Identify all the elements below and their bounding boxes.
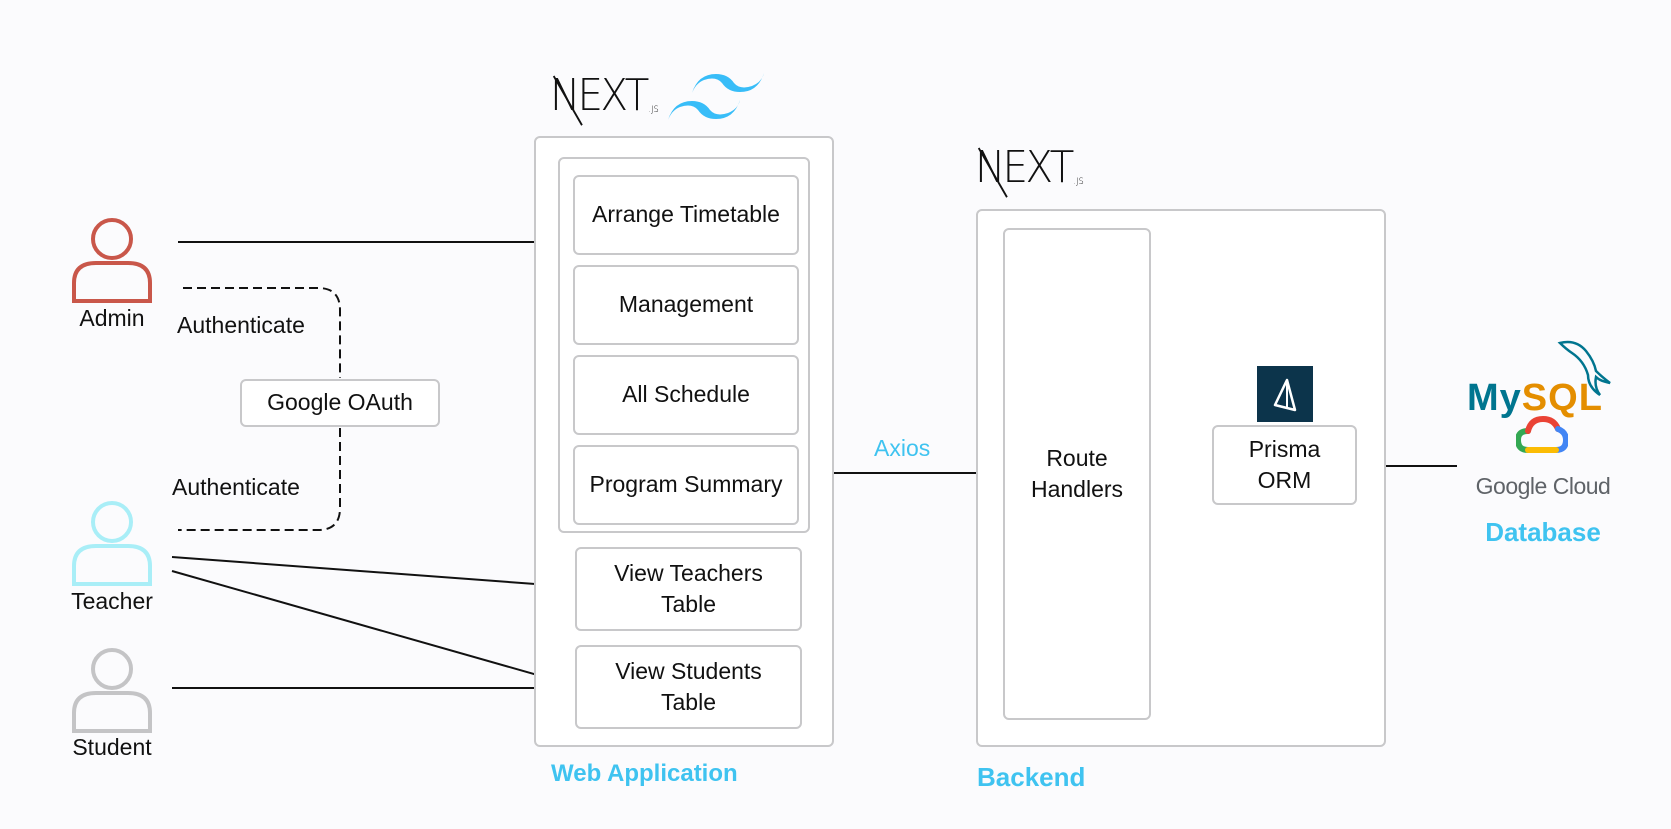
all-schedule-button[interactable]: All Schedule (573, 355, 799, 435)
student-label: Student (72, 734, 152, 760)
nextjs-logo-backend: NEXT.JS (975, 142, 1084, 198)
view-teachers-line2: Table (661, 591, 716, 617)
route-line2: Handlers (1030, 476, 1124, 502)
view-teachers-line1: View Teachers (614, 559, 763, 586)
teacher-person-icon (72, 501, 152, 586)
prisma-orm-box[interactable]: Prisma ORM (1212, 425, 1357, 505)
authenticate-label-top: Authenticate (177, 312, 305, 338)
view-teachers-table-button[interactable]: View Teachers Table (575, 547, 802, 631)
google-cloud-label: Google Cloud (1475, 473, 1611, 499)
teacher-to-view-teachers-line (171, 556, 577, 588)
route-handlers-box[interactable]: Route Handlers (1003, 228, 1151, 720)
mysql-dolphin-icon (1557, 340, 1611, 397)
view-students-line1: View Students (615, 657, 762, 684)
view-students-line2: Table (661, 689, 716, 715)
mysql-sql: SQL (1521, 377, 1603, 419)
teacher-label: Teacher (71, 588, 153, 614)
program-summary-button[interactable]: Program Summary (573, 445, 799, 525)
nextjs-logo-webapp: NEXT.JS (550, 70, 659, 126)
axios-label: Axios (874, 435, 931, 461)
view-students-table-button[interactable]: View Students Table (575, 645, 802, 729)
route-line1: Route (1046, 444, 1108, 471)
prisma-line2: ORM (1257, 467, 1312, 493)
google-cloud-icon (1516, 416, 1568, 453)
student-person-icon (72, 648, 152, 733)
admin-auth-dashed-line (183, 287, 341, 378)
nextjs-logo-sub: .JS (1073, 177, 1084, 187)
backend-label: Backend (977, 762, 1086, 792)
teacher-auth-dashed-line (178, 428, 341, 531)
mysql-my: My (1467, 377, 1522, 419)
database-label: Database (1485, 517, 1601, 547)
authenticate-label-bottom: Authenticate (172, 474, 300, 500)
admin-label: Admin (79, 305, 145, 331)
admin-person-icon (72, 218, 152, 303)
prisma-logo-icon (1257, 366, 1313, 422)
google-oauth-box[interactable]: Google OAuth (240, 379, 440, 427)
nextjs-logo-sub: .JS (648, 105, 659, 115)
web-application-label: Web Application (551, 760, 738, 787)
teacher-to-view-students-line (171, 570, 577, 687)
mysql-logo: MySQL (1467, 377, 1603, 420)
tailwind-logo-icon (668, 73, 764, 120)
prisma-line1: Prisma (1248, 435, 1321, 462)
arrange-timetable-button[interactable]: Arrange Timetable (573, 175, 799, 255)
management-button[interactable]: Management (573, 265, 799, 345)
